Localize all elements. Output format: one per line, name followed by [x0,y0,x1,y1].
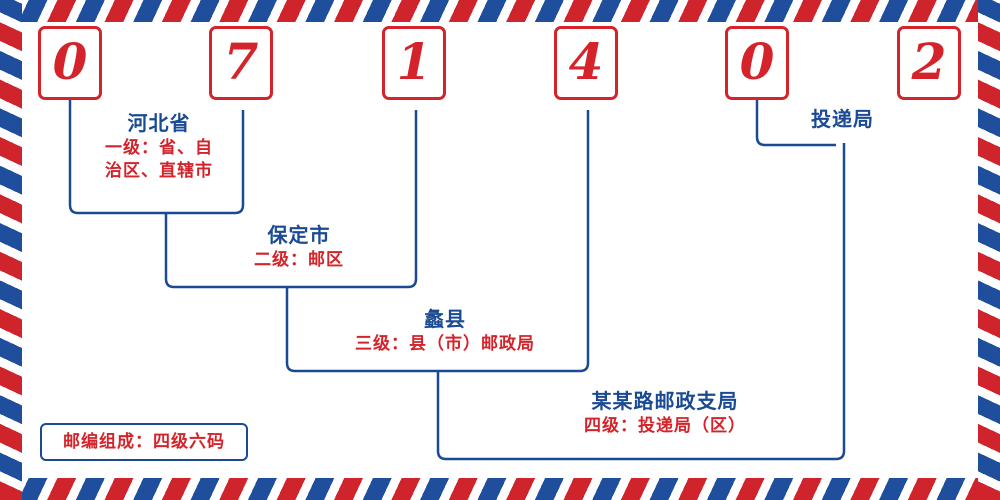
airmail-border-top [0,0,1000,22]
level-4-subtitle: 四级：投递局（区） [584,416,746,435]
airmail-border-right [978,0,1000,500]
level-3-subtitle: 三级：县（市）邮政局 [355,334,535,353]
postcode-digit-1: 0 [38,26,102,100]
postcode-digit-5-value: 0 [739,32,775,91]
postcode-digit-6: 2 [897,26,961,100]
postcode-digit-3: 1 [382,26,446,100]
airmail-border-bottom [0,478,1000,500]
delivery-office-text: 投递局 [811,109,874,131]
level-1-title: 河北省 [127,113,191,135]
postcode-digit-6-value: 2 [911,32,947,91]
level-2-label: 保定市 二级：邮区 [184,224,414,270]
postcode-digit-4: 4 [554,26,618,100]
envelope-inner-area [22,22,978,478]
level-3-title: 蠡县 [424,309,466,331]
airmail-border-left [0,0,22,500]
level-4-label: 某某路邮政支局 四级：投递局（区） [495,390,835,436]
postcode-composition-note: 邮编组成：四级六码 [40,423,248,461]
postcode-composition-text: 邮编组成：四级六码 [63,432,225,451]
level-4-title: 某某路邮政支局 [591,391,739,413]
postcode-digit-3-value: 1 [396,32,432,91]
level-3-label: 蠡县 三级：县（市）邮政局 [300,308,590,354]
delivery-office-label: 投递局 [755,108,930,133]
level-2-title: 保定市 [267,225,331,247]
postcode-digit-5: 0 [725,26,789,100]
postcode-digit-2: 7 [209,26,273,100]
postcode-digit-2-value: 7 [223,32,259,91]
level-2-subtitle: 二级：邮区 [254,250,344,269]
level-1-subtitle-line1: 一级：省、自 [105,138,213,157]
postcode-digit-4-value: 4 [568,32,604,91]
postcode-digit-1-value: 0 [52,32,88,91]
level-1-subtitle-line2: 治区、直辖市 [105,160,213,180]
level-1-label: 河北省 一级：省、自 治区、直辖市 [68,112,418,183]
